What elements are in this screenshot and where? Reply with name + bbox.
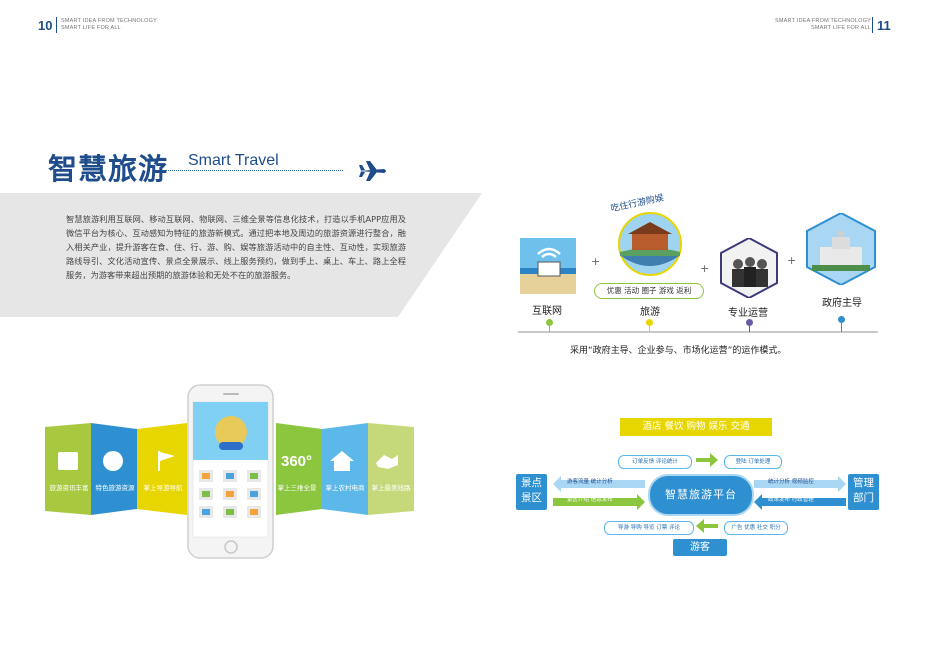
sync-arrows-icon bbox=[696, 519, 718, 533]
timeline-dot-purple bbox=[746, 319, 753, 326]
guide-tag: 导游 导购 导览 订票 评论 bbox=[604, 521, 694, 535]
operation-label-professional: 专业运营 bbox=[728, 308, 768, 319]
plus-sign: + bbox=[787, 254, 797, 267]
tourism-image bbox=[618, 212, 682, 276]
tagline-line1: SMART IDEA FROM TECHNOLOGY bbox=[61, 18, 157, 24]
left-flow-arrows bbox=[553, 476, 645, 510]
panorama-360-icon: 360° bbox=[281, 453, 313, 470]
operation-caption: 采用“政府主导、企业参与、市场化运营”的运作模式。 bbox=[570, 346, 787, 356]
header-tagline-left: SMART IDEA FROM TECHNOLOGY SMART LIFE FO… bbox=[61, 18, 157, 31]
sync-arrows-icon bbox=[696, 453, 718, 467]
timeline-dot-green bbox=[546, 319, 553, 326]
tagline-line1: SMART IDEA FROM TECHNOLOGY bbox=[775, 18, 871, 24]
plus-sign: + bbox=[700, 262, 710, 275]
tourism-top-text: 吃住行游购娱 bbox=[609, 193, 665, 215]
section-title-cn: 智慧旅游 bbox=[48, 152, 169, 186]
platform-services-bar: 酒店 餐饮 购物 娱乐 交通 bbox=[620, 418, 772, 436]
operation-label-internet: 互联网 bbox=[532, 306, 562, 317]
feature-label-routes: 掌上最美线路 bbox=[371, 484, 411, 492]
timeline-dot-blue bbox=[838, 316, 845, 323]
smartphone-image bbox=[187, 384, 274, 559]
page-number-right: 11 bbox=[877, 18, 891, 33]
airplane-icon bbox=[359, 161, 386, 181]
text-band-background bbox=[0, 193, 482, 317]
feedback-tag: 订单反馈 评论统计 bbox=[618, 455, 692, 469]
handshake-icon bbox=[376, 455, 398, 469]
tourism-tags: 优惠 活动 圈子 游戏 返利 bbox=[594, 283, 704, 299]
title-dotted-line bbox=[163, 170, 343, 171]
timeline-dot-yellow bbox=[646, 319, 653, 326]
feature-label-guide: 掌上导游导航 bbox=[143, 484, 183, 492]
timeline-line bbox=[518, 331, 878, 333]
flag-icon bbox=[158, 451, 175, 471]
tagline-line2: SMART LIFE FOR ALL bbox=[811, 24, 871, 31]
header-divider-right bbox=[872, 17, 873, 33]
left-flow-label-1: 游客流量 统计分析 bbox=[567, 479, 613, 485]
login-tag: 登陆 订单处理 bbox=[724, 455, 782, 469]
timeline-stem bbox=[749, 326, 750, 332]
timeline-stem bbox=[549, 326, 550, 332]
right-flow-label-2: 政策发布 行政管理 bbox=[768, 497, 814, 503]
right-flow-label-1: 统计分析 视频监控 bbox=[768, 479, 814, 485]
management-node: 管理部门 bbox=[848, 474, 879, 510]
right-feature-banners bbox=[276, 423, 414, 515]
intro-paragraph: 智慧旅游利用互联网、移动互联网、物联网、三维全景等信息化技术，打造以手机APP应… bbox=[66, 214, 406, 280]
header-divider-left bbox=[56, 17, 57, 33]
platform-center: 智慧旅游平台 bbox=[648, 474, 754, 516]
feature-label-resources: 特色旅游资源 bbox=[95, 484, 135, 492]
left-feature-banners bbox=[45, 423, 187, 515]
section-title-en: Smart Travel bbox=[188, 152, 279, 169]
timeline-stem bbox=[649, 326, 650, 332]
ads-tag: 广告 优惠 社交 积分 bbox=[724, 521, 788, 535]
tagline-line2: SMART LIFE FOR ALL bbox=[61, 24, 121, 31]
left-flow-label-2: 景区介绍 信息发布 bbox=[567, 497, 613, 503]
header-tagline-right: SMART IDEA FROM TECHNOLOGY SMART LIFE FO… bbox=[775, 18, 871, 31]
operation-team-image bbox=[720, 238, 778, 298]
globe-icon bbox=[103, 451, 123, 471]
feature-label-info: 旅游资讯丰富 bbox=[49, 484, 89, 492]
internet-image bbox=[520, 238, 576, 294]
tourist-node: 游客 bbox=[673, 539, 727, 556]
operation-label-tourism: 旅游 bbox=[640, 307, 660, 318]
operation-label-government: 政府主导 bbox=[822, 298, 862, 309]
house-icon bbox=[330, 451, 354, 471]
government-building-image bbox=[806, 213, 876, 285]
feature-label-360: 掌上三维全景 bbox=[277, 484, 317, 492]
document-icon bbox=[58, 452, 78, 470]
feature-label-ecommerce: 掌上农村电商 bbox=[325, 484, 365, 492]
right-flow-arrows bbox=[754, 476, 846, 510]
plus-sign: + bbox=[591, 255, 601, 268]
page-number-left: 10 bbox=[38, 18, 53, 33]
timeline-stem bbox=[841, 323, 842, 332]
scenic-area-node: 景点景区 bbox=[516, 474, 547, 510]
